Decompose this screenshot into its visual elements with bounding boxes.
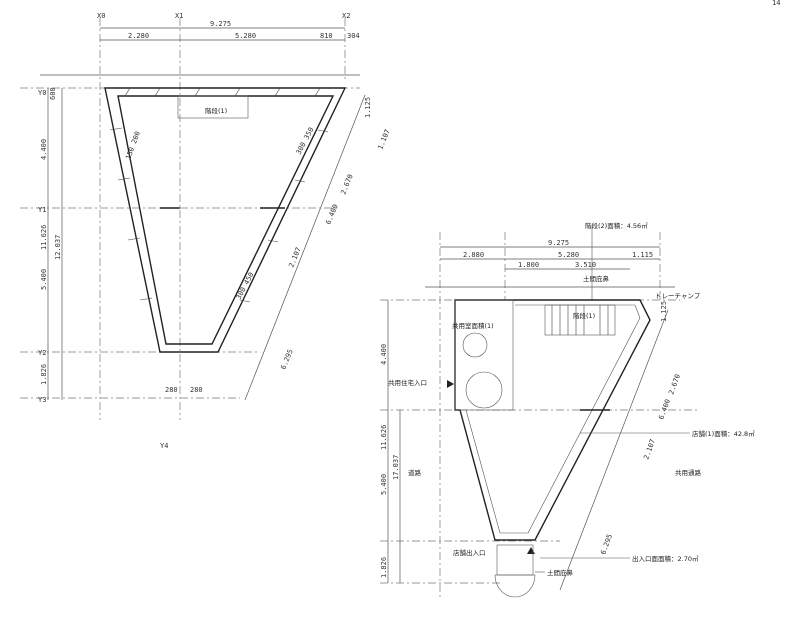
dim-left: 1.826 bbox=[40, 364, 48, 385]
dim-right: 6.400 bbox=[324, 203, 339, 226]
grid-mark: X0 bbox=[97, 12, 105, 20]
dim-d: 1.800 bbox=[518, 261, 539, 269]
dim-right: 2.670 bbox=[339, 173, 354, 196]
entrance-area-note: 出入口面面積：2.70㎡ bbox=[632, 554, 699, 563]
stair-label: 階段(1) bbox=[205, 106, 227, 115]
eave-top-note: 土間庇鼻 bbox=[583, 274, 610, 283]
dim-left: 12.037 bbox=[54, 235, 62, 260]
dim-a: 2.880 bbox=[463, 251, 484, 259]
dim-left: 5.400 bbox=[40, 269, 48, 290]
shared-entrance-note: 共用住宅入口 bbox=[388, 378, 427, 387]
road-label: 道路 bbox=[408, 468, 422, 477]
outer-wall bbox=[454, 299, 651, 541]
dim-right: 1.107 bbox=[376, 128, 391, 151]
store-entrance-note: 店舗出入口 bbox=[453, 548, 486, 557]
shared-passage-label: 共用通路 bbox=[675, 468, 702, 477]
grid-mark: Y4 bbox=[160, 442, 168, 450]
dim-right: 2.670 bbox=[667, 373, 682, 396]
dim-right: 2.107 bbox=[287, 246, 302, 269]
grid-mark: X2 bbox=[342, 12, 350, 20]
dim-left: 4.400 bbox=[40, 139, 48, 160]
right-floor-plan: 9.275 2.880 5.280 1.115 1.800 3.510 階段(2… bbox=[380, 221, 755, 600]
dim-bottom: 280 bbox=[165, 386, 178, 394]
shared-stair-core bbox=[454, 299, 514, 411]
stair-1 bbox=[544, 304, 616, 336]
dim-overall: 9.275 bbox=[210, 20, 231, 28]
entrance-canopy bbox=[494, 574, 536, 598]
dim-right: 6.400 bbox=[657, 398, 672, 421]
dim-left: 5.400 bbox=[380, 474, 388, 495]
drain-note: ドレーチャンプ bbox=[655, 292, 701, 300]
store-area-note: 店舗(1)面積：42.8㎡ bbox=[692, 429, 755, 438]
dim-left: 600 bbox=[49, 87, 57, 100]
stair1-label: 階段(1) bbox=[573, 311, 595, 320]
eave-bottom-note: 土間庇鼻 bbox=[547, 568, 574, 577]
grid-mark: Y0 bbox=[38, 89, 46, 97]
dim-right: 1.125 bbox=[364, 97, 372, 118]
dim-e: 3.510 bbox=[575, 261, 596, 269]
dim-left: 17.037 bbox=[392, 455, 400, 480]
dim-bottom: 280 bbox=[190, 386, 203, 394]
inner-wall bbox=[117, 95, 335, 345]
dim-c: 1.115 bbox=[632, 251, 653, 259]
dim-left: 11.626 bbox=[380, 425, 388, 450]
outer-wall bbox=[104, 87, 347, 353]
grid-mark: Y1 bbox=[38, 206, 46, 214]
dim-d: 304 bbox=[347, 32, 360, 40]
dim-c: 810 bbox=[320, 32, 333, 40]
dim-right: 6.295 bbox=[599, 533, 614, 556]
grid-mark: Y3 bbox=[38, 396, 46, 404]
dim-a: 2.280 bbox=[128, 32, 149, 40]
dim-left: 1.826 bbox=[380, 557, 388, 578]
dim-right: 1.125 bbox=[660, 301, 668, 322]
dim-right: 6.295 bbox=[279, 348, 294, 371]
stair-room-note: 共用室面積(1) bbox=[452, 321, 494, 330]
grid-mark: X1 bbox=[175, 12, 183, 20]
page-number: 14 bbox=[772, 0, 780, 7]
stair2-area-note: 階段(2)面積：4.56㎡ bbox=[585, 221, 648, 230]
grid-mark: Y2 bbox=[38, 349, 46, 357]
dim-overall: 9.275 bbox=[548, 239, 569, 247]
dim-b: 5.280 bbox=[235, 32, 256, 40]
left-floor-plan: 9.275 2.280 5.280 810 304 階段(1) 150 200 … bbox=[20, 12, 392, 450]
dim-b: 5.280 bbox=[558, 251, 579, 259]
dim-left: 11.626 bbox=[40, 225, 48, 250]
dim-right: 2.107 bbox=[642, 438, 657, 461]
dim-left: 4.400 bbox=[380, 344, 388, 365]
stair-1 bbox=[177, 95, 249, 119]
